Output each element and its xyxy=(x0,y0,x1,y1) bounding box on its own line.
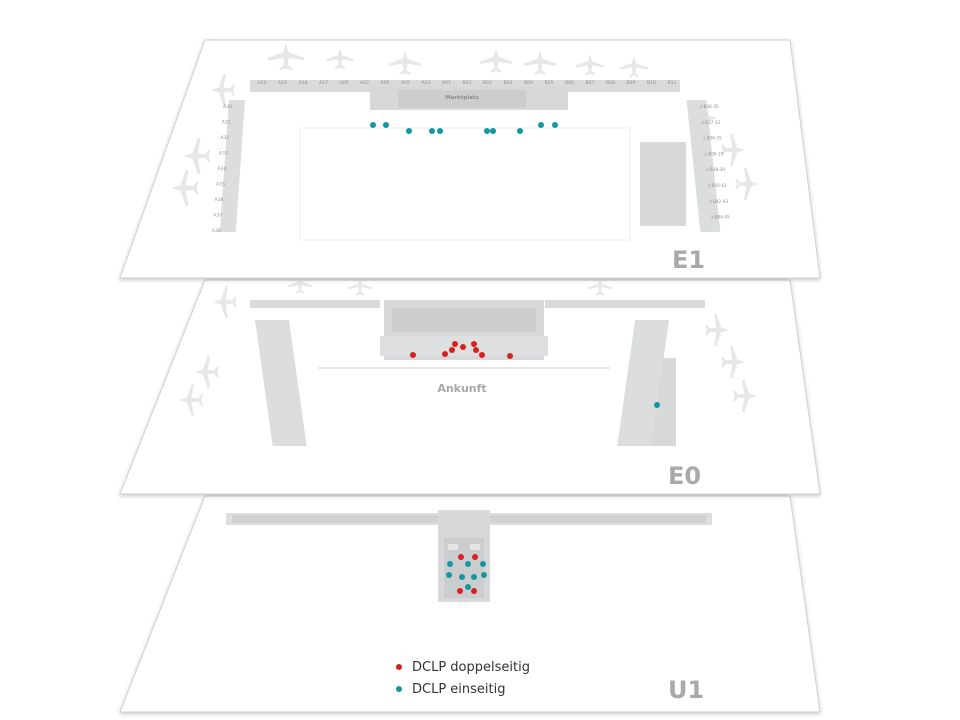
level-e0-ankunft-label: Ankunft xyxy=(437,382,486,395)
level-u1-plane xyxy=(119,495,821,713)
dclp-einseitig-marker xyxy=(459,574,465,580)
gate-label: A37 xyxy=(213,213,222,219)
legend-dot-teal xyxy=(396,686,402,692)
level-e1-name: E1 xyxy=(672,246,705,274)
gate-label: z B42-43 xyxy=(710,199,729,204)
dclp-einseitig-marker xyxy=(429,128,435,134)
legend-item-einseitig: DCLP einseitig xyxy=(396,678,530,700)
level-e0-name: E0 xyxy=(668,462,701,490)
gate-label: B01 xyxy=(463,80,472,86)
dclp-einseitig-marker xyxy=(552,122,558,128)
dclp-doppelseitig-marker xyxy=(507,353,513,359)
dclp-einseitig-marker xyxy=(471,574,477,580)
legend: DCLP doppelseitig DCLP einseitig xyxy=(396,656,530,700)
dclp-einseitig-marker xyxy=(484,128,490,134)
dclp-einseitig-marker xyxy=(383,122,389,128)
gate-label: z B37-33 xyxy=(702,120,721,125)
gate-label: B08 xyxy=(606,80,615,86)
level-u1-building xyxy=(226,510,712,602)
gate-label: A35 xyxy=(216,182,225,188)
gate-label: A05 xyxy=(401,80,410,86)
dclp-doppelseitig-marker xyxy=(479,352,485,358)
dclp-einseitig-marker xyxy=(406,128,412,134)
gate-label: A38 xyxy=(212,228,221,234)
level-e1-dclp-markers xyxy=(370,122,558,134)
gate-label: A32 xyxy=(220,135,229,141)
legend-dot-red xyxy=(396,664,402,670)
gate-label: z B40-41 xyxy=(708,183,727,188)
dclp-einseitig-marker xyxy=(447,561,453,567)
legend-label: DCLP einseitig xyxy=(412,681,506,697)
legend-label: DCLP doppelseitig xyxy=(412,659,530,675)
gate-label: A03 xyxy=(422,80,431,86)
gate-label: z B36-35 xyxy=(700,104,719,109)
gate-label: B10 xyxy=(647,80,656,86)
gate-label: A17 xyxy=(319,80,328,86)
gate-label: B11 xyxy=(668,80,677,86)
dclp-doppelseitig-marker xyxy=(458,554,464,560)
level-u1-name: U1 xyxy=(668,676,704,704)
dclp-doppelseitig-marker xyxy=(473,347,479,353)
dclp-doppelseitig-marker xyxy=(452,341,458,347)
level-e1: Marktplatz A22 A19 A18 A17 A09 A07 A06 A05 A03 A0… xyxy=(119,39,821,279)
dclp-einseitig-marker xyxy=(481,572,487,578)
gate-label: z B36-37 xyxy=(705,151,724,156)
dclp-einseitig-marker xyxy=(446,572,452,578)
gate-label: A36 xyxy=(215,197,224,203)
level-e0-building xyxy=(250,300,705,446)
gate-label: B09 xyxy=(627,80,636,86)
level-e0-dclp-markers xyxy=(410,341,660,408)
level-u1-dclp-markers xyxy=(446,554,487,594)
dclp-einseitig-marker xyxy=(370,122,376,128)
dclp-einseitig-marker xyxy=(517,128,523,134)
legend-item-doppelseitig: DCLP doppelseitig xyxy=(396,656,530,678)
gate-label: A34 xyxy=(217,166,226,172)
gate-label: B07 xyxy=(586,80,595,86)
dclp-einseitig-marker xyxy=(437,128,443,134)
dclp-doppelseitig-marker xyxy=(471,341,477,347)
gate-label: A01 xyxy=(442,80,451,86)
level-u1: U1 xyxy=(119,495,821,713)
level-e1-marktplatz-label: Marktplatz xyxy=(445,95,479,101)
dclp-einseitig-marker xyxy=(490,128,496,134)
dclp-doppelseitig-marker xyxy=(442,351,448,357)
dclp-doppelseitig-marker xyxy=(457,588,463,594)
dclp-einseitig-marker xyxy=(538,122,544,128)
gate-label: A22 xyxy=(258,80,267,86)
gate-label: A19 xyxy=(278,80,287,86)
dclp-einseitig-marker xyxy=(465,584,471,590)
gate-label: A33 xyxy=(219,151,228,157)
dclp-einseitig-marker xyxy=(654,402,660,408)
dclp-doppelseitig-marker xyxy=(449,347,455,353)
gate-label: A30 xyxy=(223,104,232,110)
gate-label: B05 xyxy=(545,80,554,86)
dclp-doppelseitig-marker xyxy=(472,554,478,560)
gate-label: B04 xyxy=(524,80,533,86)
gate-label: B02 xyxy=(483,80,492,86)
gate-label: B03 xyxy=(504,80,513,86)
level-e1-gate-labels-top: A22 A19 A18 A17 A09 A07 A06 A05 A03 A01 B01 B02 B03 B… xyxy=(258,80,677,86)
level-e0: Ankunft E0 xyxy=(119,275,821,495)
dclp-doppelseitig-marker xyxy=(460,344,466,350)
dclp-doppelseitig-marker xyxy=(410,352,416,358)
gate-label: z B38-39 xyxy=(706,167,725,172)
gate-label: A18 xyxy=(299,80,308,86)
dclp-einseitig-marker xyxy=(480,561,486,567)
level-e1-building xyxy=(219,80,721,241)
dclp-einseitig-marker xyxy=(465,561,471,567)
gate-label: z B36-35 xyxy=(703,136,722,141)
gate-label: A06 xyxy=(381,80,390,86)
gate-label: z B44-45 xyxy=(711,215,730,220)
dclp-doppelseitig-marker xyxy=(471,588,477,594)
gate-label: A31 xyxy=(222,120,231,126)
gate-label: A07 xyxy=(360,80,369,86)
level-e1-gate-labels-right: z B36-35 z B37-33 z B36-35 z B36-37 z B38-39… xyxy=(700,104,730,220)
gate-label: B06 xyxy=(565,80,574,86)
gate-label: A09 xyxy=(340,80,349,86)
